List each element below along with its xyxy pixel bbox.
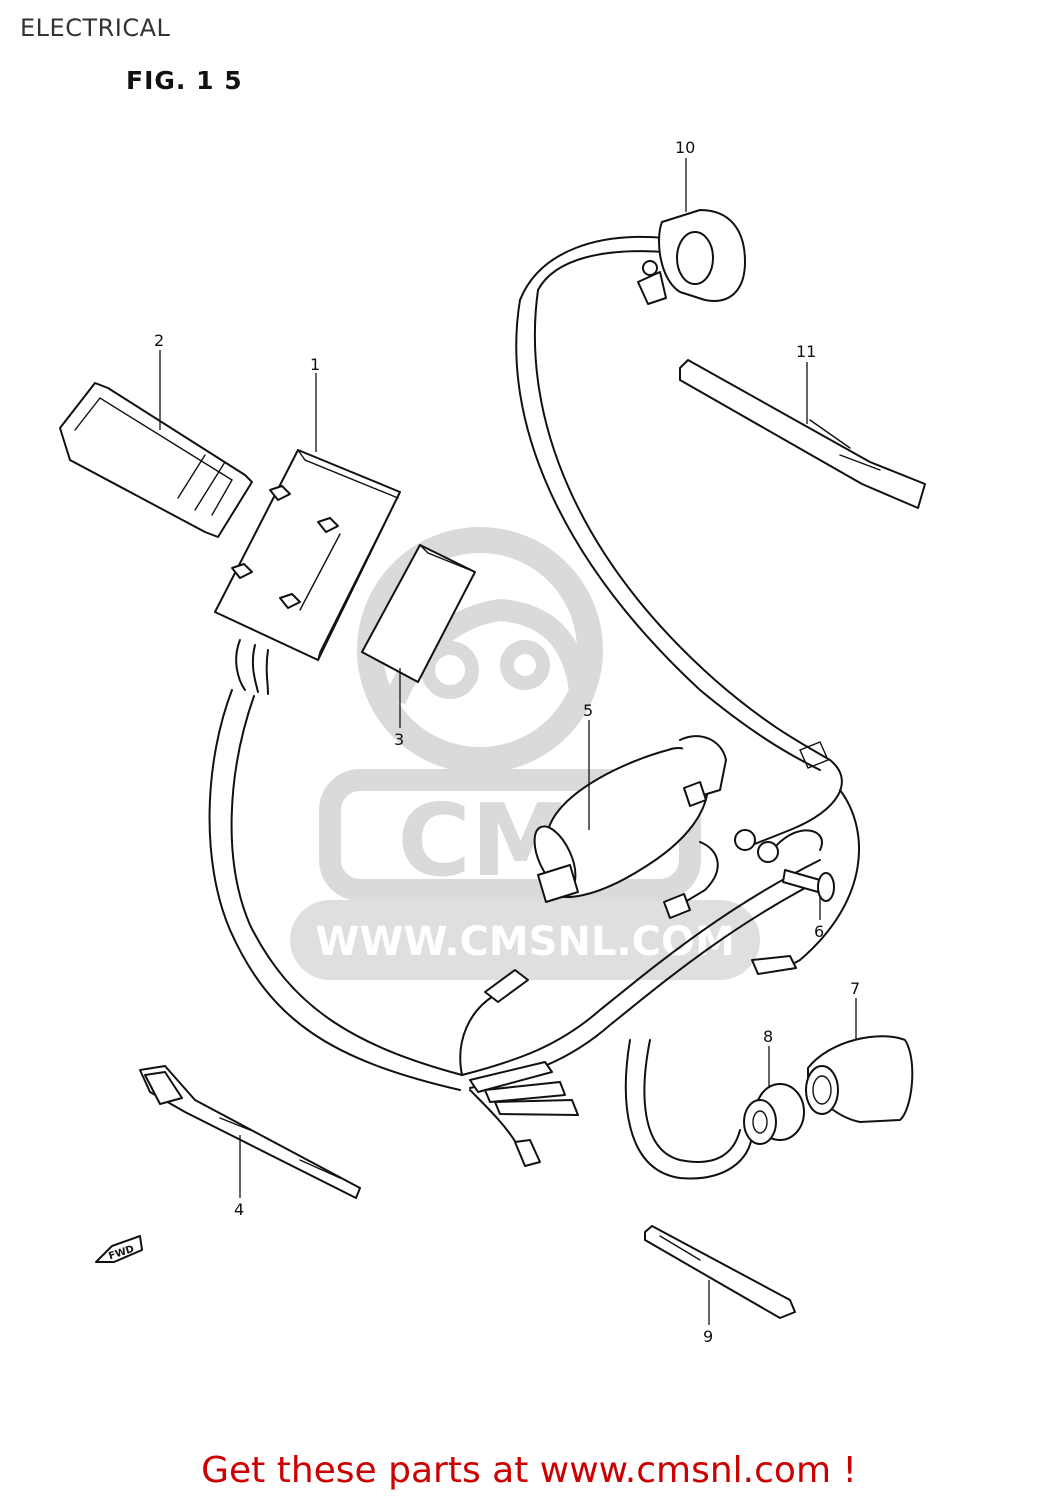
callout-number: 1 — [310, 355, 320, 374]
callout-3: 3 — [394, 668, 404, 749]
part-5-ignition-coil — [533, 735, 727, 919]
forward-direction-marker: FWD — [95, 1235, 143, 1263]
callout-number: 4 — [234, 1200, 244, 1219]
callout-7: 7 — [850, 979, 860, 1040]
callout-8: 8 — [763, 1027, 773, 1088]
get-parts-link[interactable]: Get these parts at www.cmsnl.com ! — [201, 1450, 857, 1491]
section-title: ELECTRICAL — [20, 14, 171, 42]
part-7-plug-cap — [805, 1035, 914, 1123]
callout-6: 6 — [814, 896, 824, 941]
part-4-clamp — [139, 1065, 361, 1199]
part-8-grommet — [743, 1083, 805, 1145]
part-2-rubber-band — [59, 382, 253, 538]
figure-label: FIG. 1 5 — [126, 66, 243, 95]
callout-1: 1 — [310, 355, 320, 452]
callout-number: 2 — [154, 331, 164, 350]
callout-number: 8 — [763, 1027, 773, 1046]
part-6-screw — [782, 869, 835, 902]
wire-harness — [208, 235, 861, 1180]
callout-number: 11 — [796, 342, 816, 361]
callout-number: 9 — [703, 1327, 713, 1346]
callout-number: 10 — [675, 138, 695, 157]
part-1-cdi-unit — [214, 449, 401, 695]
part-3-tape — [361, 544, 476, 683]
callout-4: 4 — [234, 1135, 244, 1219]
callout-number: 5 — [583, 701, 593, 720]
part-11-band — [679, 359, 926, 509]
callout-9: 9 — [703, 1280, 713, 1346]
ground-terminals — [734, 829, 823, 863]
callout-2: 2 — [154, 331, 164, 430]
watermark-url: WWW.CMSNL.COM — [315, 919, 735, 965]
callout-number: 3 — [394, 730, 404, 749]
callout-5: 5 — [583, 701, 593, 830]
watermark: CMS WWW.CMSNL.COM — [290, 527, 760, 980]
callout-number: 6 — [814, 922, 824, 941]
part-9-band — [644, 1225, 796, 1319]
callout-11: 11 — [796, 342, 816, 424]
part-10-switch — [637, 209, 746, 305]
callout-number: 7 — [850, 979, 860, 998]
callout-10: 10 — [675, 138, 695, 212]
